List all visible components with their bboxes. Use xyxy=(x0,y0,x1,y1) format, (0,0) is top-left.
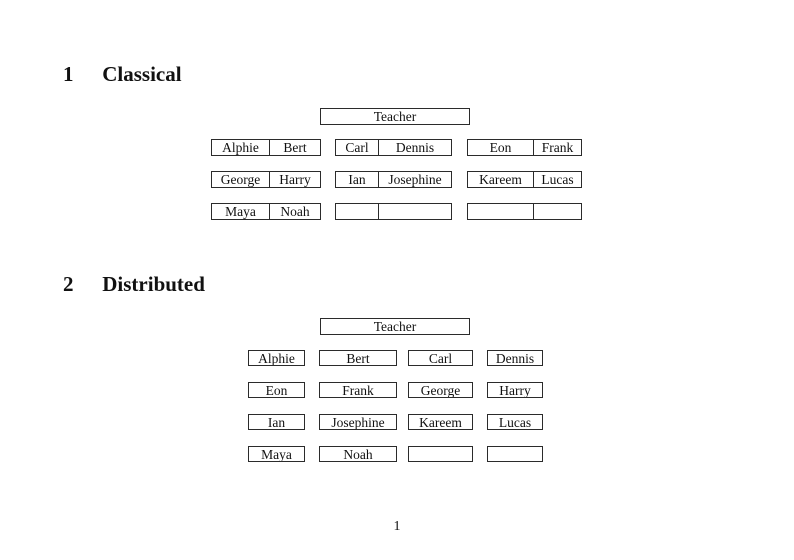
student-pair-box xyxy=(335,203,452,220)
empty-seat-box xyxy=(408,446,473,462)
student-name-cell: Noah xyxy=(280,204,310,219)
student-pair-box: Eon Frank xyxy=(467,139,582,156)
section-heading-distributed: 2 Distributed xyxy=(63,272,205,296)
student-name-cell: Frank xyxy=(541,140,574,155)
student-box: Josephine xyxy=(319,414,397,430)
student-box: Alphie xyxy=(248,350,305,366)
student-name-cell: Ian xyxy=(336,172,379,187)
student-box: Noah xyxy=(319,446,397,462)
student-box: Bert xyxy=(319,350,397,366)
student-pair-box: Ian Josephine xyxy=(335,171,452,188)
empty-seat-cell xyxy=(468,204,534,219)
student-name-cell: Dennis xyxy=(395,140,435,155)
student-name-cell: Bert xyxy=(283,140,307,155)
student-name-cell: Alphie xyxy=(212,140,270,155)
student-box: Dennis xyxy=(487,350,543,366)
student-name-cell: Lucas xyxy=(541,172,574,187)
section-title: Classical xyxy=(102,62,182,86)
student-pair-box xyxy=(467,203,582,220)
student-pair-box: Carl Dennis xyxy=(335,139,452,156)
teacher-box: Teacher xyxy=(320,108,470,125)
empty-seat-box xyxy=(487,446,543,462)
student-pair-box: Maya Noah xyxy=(211,203,321,220)
student-pair-box: George Harry xyxy=(211,171,321,188)
section-heading-classical: 1 Classical xyxy=(63,62,182,86)
student-name-cell: Maya xyxy=(212,204,270,219)
student-name-cell: Harry xyxy=(279,172,311,187)
section-number: 1 xyxy=(63,62,74,86)
page-number: 1 xyxy=(393,519,401,534)
student-box: Eon xyxy=(248,382,305,398)
student-box: Harry xyxy=(487,382,543,398)
student-box: Carl xyxy=(408,350,473,366)
student-pair-box: Kareem Lucas xyxy=(467,171,582,188)
student-box: Ian xyxy=(248,414,305,430)
student-name-cell: Eon xyxy=(468,140,534,155)
student-name-cell: George xyxy=(212,172,270,187)
section-number: 2 xyxy=(63,272,74,296)
section-title: Distributed xyxy=(102,272,205,296)
student-pair-box: Alphie Bert xyxy=(211,139,321,156)
student-name-cell: Josephine xyxy=(388,172,442,187)
student-name-cell: Carl xyxy=(336,140,379,155)
empty-seat-cell xyxy=(379,204,451,219)
student-box: Maya xyxy=(248,446,305,462)
student-name-cell: Kareem xyxy=(468,172,534,187)
empty-seat-cell xyxy=(336,204,379,219)
student-box: Kareem xyxy=(408,414,473,430)
teacher-box: Teacher xyxy=(320,318,470,335)
student-box: George xyxy=(408,382,473,398)
student-box: Frank xyxy=(319,382,397,398)
student-box: Lucas xyxy=(487,414,543,430)
empty-seat-cell xyxy=(534,204,581,219)
